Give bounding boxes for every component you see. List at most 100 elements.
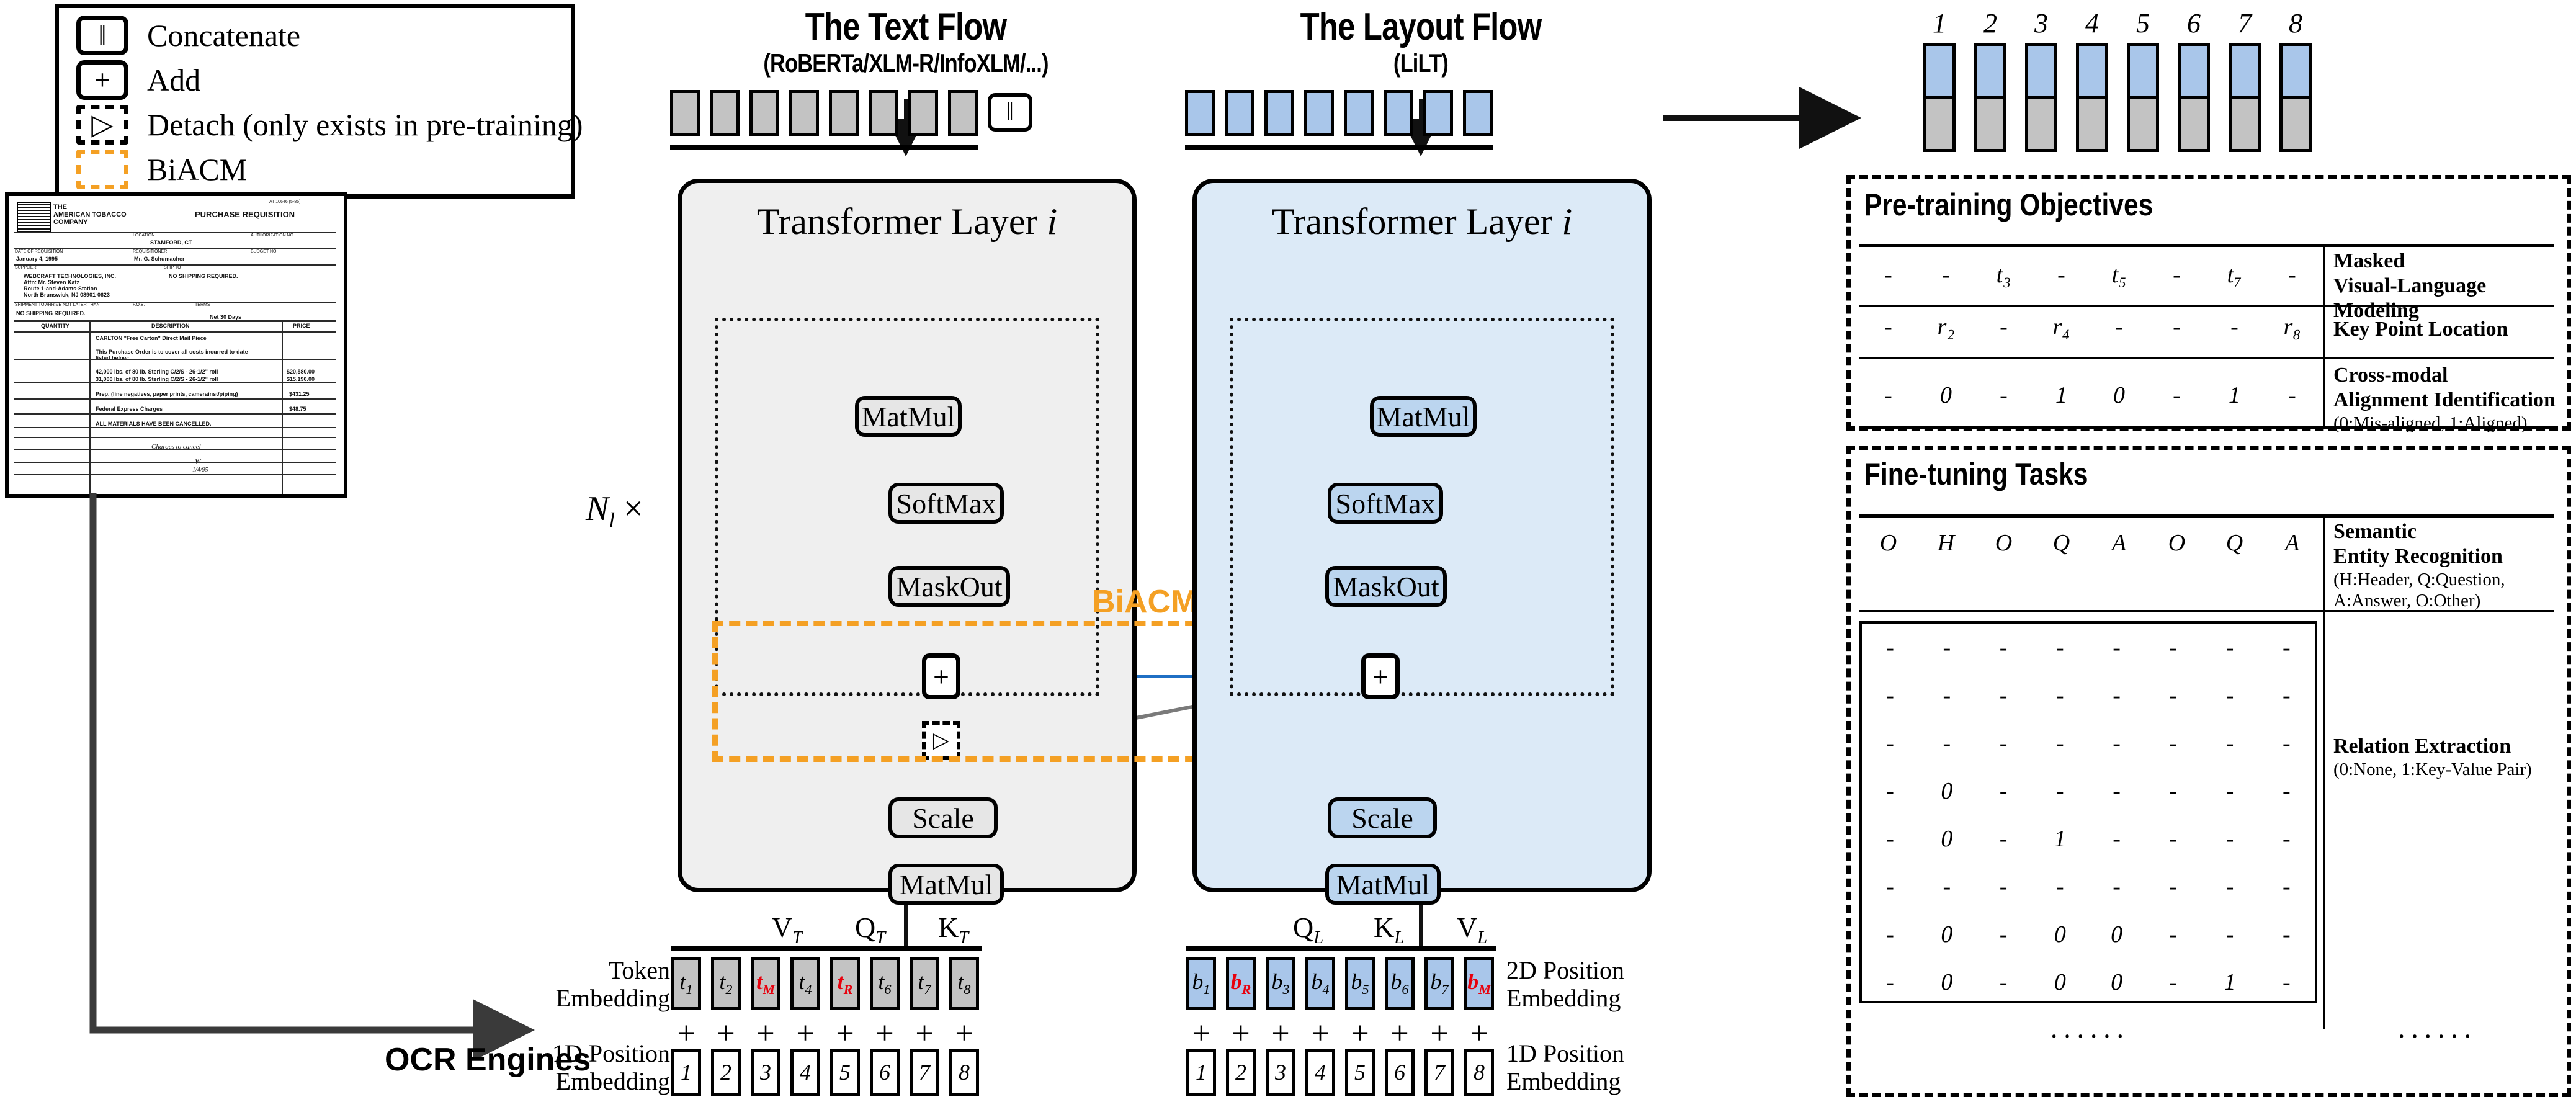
text-layer-title: Transformer Layer i — [682, 200, 1132, 243]
table-cell: O — [1995, 530, 2013, 556]
layout-input-v: VL — [1457, 912, 1488, 948]
output-stack-item: 6 — [2178, 7, 2210, 152]
table-cell: - — [2283, 730, 2291, 756]
table-cell: - — [2225, 778, 2234, 804]
re-name-text: Relation Extraction — [2333, 735, 2511, 758]
text-embed-bar — [671, 946, 982, 951]
text-input-v: VT — [772, 912, 803, 948]
table-cell: 0 — [2054, 921, 2066, 948]
mvlm-name-l1: Masked — [2333, 249, 2405, 272]
position-token: 5 — [830, 1049, 860, 1096]
embedding-token: t7 — [910, 957, 939, 1010]
table-cell: t₅ — [2111, 262, 2127, 288]
output-stack-index: 4 — [2085, 8, 2099, 38]
output-bar-text-half — [2079, 99, 2105, 149]
position-token: 3 — [1266, 1049, 1295, 1096]
embedding-plus: + — [1470, 1016, 1488, 1051]
doc-supplier-2: Attn: Mr. Steven Katz — [24, 279, 80, 285]
position-token: 4 — [1305, 1049, 1335, 1096]
table-cell: - — [2169, 969, 2178, 995]
text-add-node: + — [922, 653, 960, 699]
re-ellipsis-left: ······ — [2049, 1020, 2129, 1052]
doc-value-terms: Net 30 Days — [210, 314, 242, 320]
cai-name-l2: Alignment Identification — [2333, 388, 2556, 412]
output-stack-bar — [2127, 43, 2159, 152]
doc-price-3: $15,190.00 — [287, 376, 315, 382]
output-bar-layout-half — [2283, 46, 2309, 99]
table-cell: 1 — [2229, 382, 2240, 408]
text-op-scale: Scale — [888, 797, 998, 838]
output-bar-text-half — [1977, 99, 2003, 149]
table-cell: - — [1999, 873, 2008, 900]
concatenate-node: ‖ — [988, 93, 1032, 132]
pretraining-row-mvlm-cells: --t₃-t₅-t₇- — [1859, 261, 2321, 289]
biacm-label: BiACM — [1092, 584, 1198, 620]
table-cell: - — [2230, 314, 2238, 340]
doc-price-2: $20,580.00 — [287, 369, 315, 375]
embedding-plus: + — [1271, 1016, 1290, 1051]
add-icon: + — [76, 60, 128, 100]
table-cell: - — [2056, 778, 2064, 804]
table-cell: - — [2169, 873, 2178, 900]
table-cell: 1 — [2054, 825, 2066, 852]
biacm-icon — [76, 150, 128, 189]
table-cell: - — [2113, 682, 2121, 709]
table-cell: O — [1879, 530, 1897, 556]
doc-item-1b: listed below: — [96, 355, 130, 361]
legend-item-add: + Add — [76, 60, 200, 100]
doc-item-1a: This Purchase Order is to cover all cost… — [96, 349, 248, 355]
table-cell: - — [2283, 634, 2291, 661]
legend-label-biacm: BiACM — [147, 152, 248, 187]
layout-input-q: QL — [1293, 912, 1324, 948]
table-cell: - — [2169, 778, 2178, 804]
embedding-token: t1 — [671, 957, 701, 1010]
layout-flow-title: The Layout Flow — [1300, 6, 1542, 48]
table-cell: - — [1999, 778, 2008, 804]
legend-label-detach: Detach (only exists in pre-training) — [147, 107, 583, 142]
table-cell: - — [2283, 969, 2291, 995]
doc-supplier-4: North Brunswick, NJ 08901-0623 — [24, 292, 110, 298]
output-stack-item: 8 — [2279, 7, 2312, 152]
position-token: 7 — [910, 1049, 939, 1096]
table-cell: 0 — [2054, 969, 2066, 995]
embedding-token: bR — [1226, 957, 1256, 1010]
pretraining-row-kpl-cells: -r₂-r₄---r₈ — [1859, 313, 2321, 341]
table-cell: - — [1886, 730, 1894, 756]
doc-item-5: Federal Express Charges — [96, 406, 163, 412]
doc-label-acct: ACCOUNTING CHARGING NO. — [112, 496, 174, 498]
output-bar-layout-half — [2028, 46, 2054, 99]
table-cell: O — [2168, 530, 2186, 556]
doc-label-fob: F.O.B. — [133, 303, 145, 307]
table-cell: - — [2056, 873, 2064, 900]
table-cell: - — [2056, 634, 2064, 661]
text-flow-title: The Text Flow — [805, 6, 1007, 48]
doc-item-0: CARLTON "Free Carton" Direct Mail Piece — [96, 335, 207, 341]
table-cell: - — [2115, 314, 2123, 340]
embedding-plus: + — [915, 1016, 934, 1051]
doc-company-line1: THE — [53, 204, 67, 211]
mvlm-name-l2: Visual-Language Modeling — [2333, 274, 2487, 323]
embedding-token: t8 — [949, 957, 979, 1010]
table-cell: - — [2000, 382, 2008, 408]
layout-layer-title: Transformer Layer i — [1197, 200, 1647, 243]
kpl-name-l1: Key Point Location — [2333, 318, 2508, 341]
output-bar-text-half — [2130, 99, 2156, 149]
table-cell: r₈ — [2283, 314, 2301, 340]
table-cell: - — [2113, 825, 2121, 852]
doc-item-2: 42,000 lbs. of 80 lb. Sterling C/2/S - 2… — [96, 369, 218, 375]
embedding-token: b4 — [1305, 957, 1335, 1010]
repeat-n: N — [586, 490, 609, 528]
table-cell: t₇ — [2227, 262, 2242, 288]
layout-embed-bar — [1186, 946, 1496, 951]
position-token: 1 — [671, 1049, 701, 1096]
embedding-plus: + — [1430, 1016, 1449, 1051]
layout-plus-row: ++++++++ — [1186, 1015, 1494, 1052]
position-token: 7 — [1424, 1049, 1454, 1096]
table-cell: - — [2169, 730, 2178, 756]
embedding-token: b7 — [1424, 957, 1454, 1010]
embedding-token: b1 — [1186, 957, 1216, 1010]
